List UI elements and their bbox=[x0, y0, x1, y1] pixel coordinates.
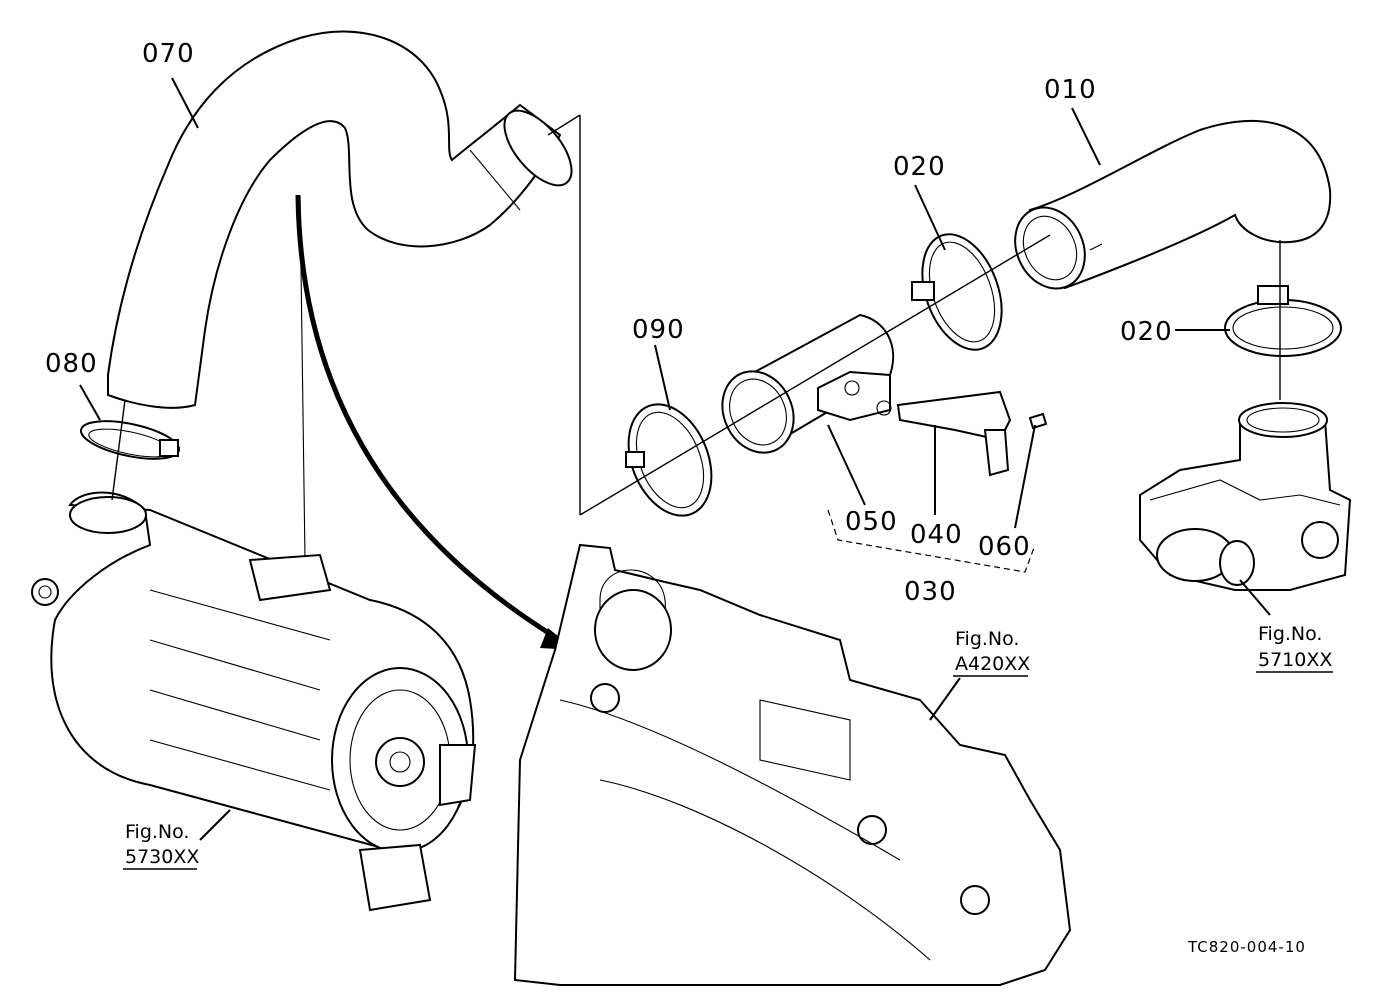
fig-ref-air-cleaner[interactable]: Fig.No. 5730XX bbox=[123, 821, 199, 870]
fig-ref-bracket[interactable]: Fig.No. A420XX bbox=[953, 628, 1030, 677]
axis-line-080 bbox=[111, 399, 126, 501]
callout-040: 040 bbox=[910, 520, 963, 550]
callout-080: 080 bbox=[45, 349, 98, 379]
leader-A420 bbox=[929, 677, 961, 721]
callout-030: 030 bbox=[904, 577, 957, 607]
direction-arrow bbox=[295, 194, 562, 643]
clamp-020-right bbox=[1224, 285, 1342, 357]
fig-ref-number: A420XX bbox=[955, 653, 1030, 675]
throttle-body bbox=[1139, 402, 1352, 591]
leader-090 bbox=[654, 344, 671, 411]
leader-080 bbox=[79, 384, 101, 421]
callout-020-right: 020 bbox=[1120, 317, 1173, 347]
frame-line-top bbox=[547, 114, 581, 136]
hose-070 bbox=[107, 30, 573, 561]
leader-060 bbox=[1014, 424, 1036, 529]
axis-line bbox=[579, 234, 1051, 516]
clamp-090 bbox=[625, 403, 713, 517]
fig-ref-throttle[interactable]: Fig.No. 5710XX bbox=[1256, 623, 1333, 673]
fig-ref-prefix: Fig.No. bbox=[1258, 623, 1322, 645]
leader-070 bbox=[171, 77, 199, 129]
leader-050 bbox=[827, 424, 866, 506]
fig-ref-prefix: Fig.No. bbox=[125, 821, 189, 843]
callout-020-upper: 020 bbox=[893, 152, 946, 182]
clamp-080 bbox=[79, 420, 181, 460]
sensor-assembly bbox=[721, 313, 1048, 477]
leader-020a bbox=[914, 184, 946, 251]
leader-5710 bbox=[1239, 579, 1271, 616]
leader-010 bbox=[1071, 107, 1101, 166]
fig-ref-number: 5730XX bbox=[125, 846, 199, 868]
drawing-code: TC820-004-10 bbox=[1187, 938, 1306, 956]
hose-010 bbox=[1014, 119, 1332, 290]
fig-ref-number: 5710XX bbox=[1258, 649, 1332, 671]
clamp-020-upper bbox=[911, 233, 1003, 351]
callout-010: 010 bbox=[1044, 75, 1097, 105]
callout-090: 090 bbox=[632, 315, 685, 345]
air-cleaner bbox=[31, 491, 477, 912]
fig-ref-prefix: Fig.No. bbox=[955, 628, 1019, 650]
group-bracket-030 bbox=[827, 509, 1036, 573]
callout-050: 050 bbox=[845, 507, 898, 537]
bracket-plate bbox=[513, 543, 1072, 986]
callout-070: 070 bbox=[142, 39, 195, 69]
callout-060: 060 bbox=[978, 532, 1031, 562]
leader-5730 bbox=[199, 809, 231, 841]
